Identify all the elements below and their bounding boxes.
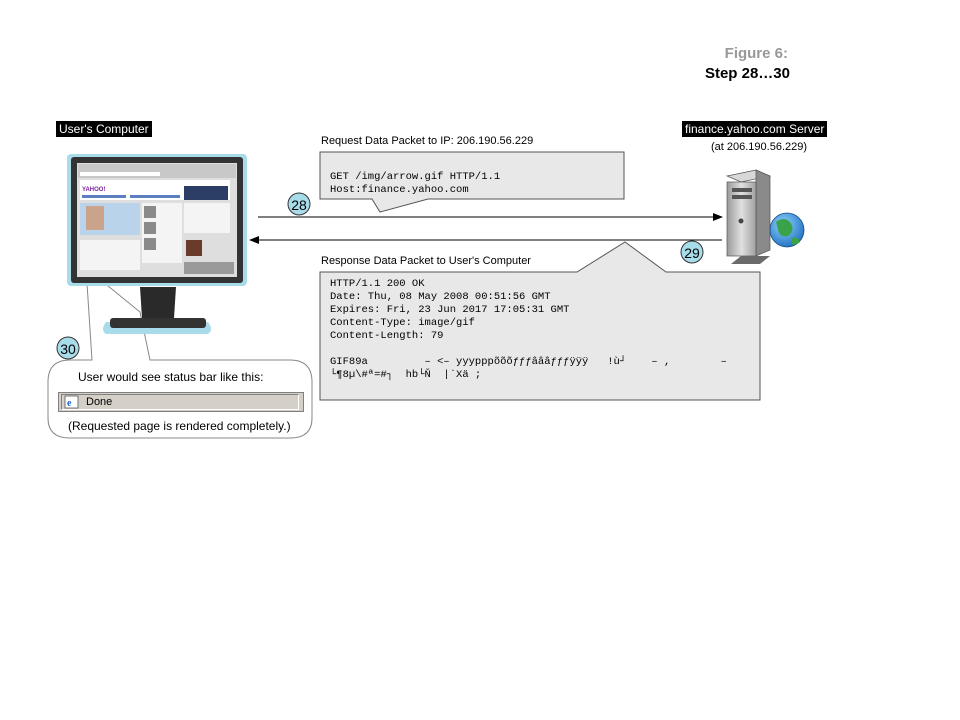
response-line: HTTP/1.1 200 OK [330, 278, 425, 290]
step-30-badge [56, 336, 80, 360]
step-28-badge [287, 192, 311, 216]
svg-text:YAHOO!: YAHOO! [82, 187, 105, 193]
request-line: Host:finance.yahoo.com [330, 184, 469, 196]
ie-page-icon: e [64, 395, 79, 409]
response-line: Content-Type: image/gif [330, 317, 475, 329]
status-callout [47, 266, 313, 439]
request-line: GET /img/arrow.gif HTTP/1.1 [330, 171, 501, 183]
client-label: User's Computer [56, 121, 152, 137]
server-icon [725, 169, 772, 264]
browser-status-bar: e Done [58, 392, 304, 412]
response-line: Expires: Fri, 23 Jun 2017 17:05:31 GMT [330, 304, 570, 316]
response-line: Content-Length: 79 [330, 330, 444, 342]
response-line: GIF89a – <– yyypppõõõƒƒƒâââƒƒƒÿÿÿ !ù┘ – … [330, 356, 727, 368]
monitor-icon: YAHOO! [67, 154, 247, 334]
step-29-number: 29 [684, 245, 700, 261]
globe-icon [769, 212, 805, 248]
request-caption: Request Data Packet to IP: 206.190.56.22… [321, 135, 534, 147]
status-callout-heading: User would see status bar like this: [78, 370, 264, 384]
step-30-number: 30 [60, 341, 76, 357]
response-line [330, 343, 727, 356]
step-28-number: 28 [291, 197, 307, 213]
request-callout [319, 151, 625, 213]
response-callout [319, 241, 761, 401]
response-caption: Response Data Packet to User's Computer [321, 255, 531, 267]
step-29-badge [680, 240, 704, 264]
status-callout-note: (Requested page is rendered completely.) [68, 419, 291, 433]
figure-title: Figure 6: [724, 45, 788, 62]
status-text-done: Done [86, 396, 113, 408]
svg-text:e: e [67, 398, 72, 409]
server-label: finance.yahoo.com Server [682, 121, 828, 137]
figure-step: Step 28…30 [704, 65, 790, 82]
status-bar-panel: e Done [61, 394, 299, 410]
response-line: └¶8µ\#ª=#┐ hb└Ň |`Xä ; [330, 369, 482, 381]
server-address: (at 206.190.56.229) [711, 141, 808, 153]
response-line: Date: Thu, 08 May 2008 00:51:56 GMT [330, 291, 551, 303]
